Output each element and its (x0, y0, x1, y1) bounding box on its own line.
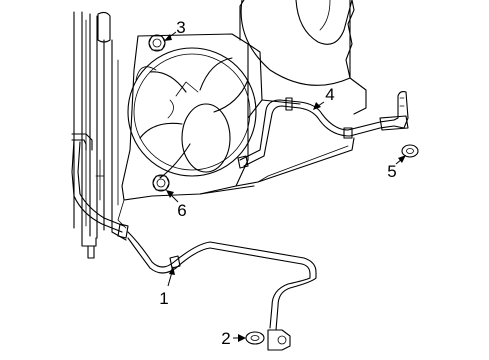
callout-1-label: 1 (159, 289, 168, 308)
deflector-assembly (199, 0, 367, 195)
callout-5: 5 (387, 155, 406, 181)
callout-4: 4 (313, 85, 335, 110)
callout-1: 1 (159, 266, 175, 308)
callout-6: 6 (166, 190, 187, 220)
callout-2-label: 2 (221, 329, 230, 348)
callout-5-label: 5 (387, 162, 396, 181)
washer-part-5 (401, 144, 419, 158)
cooler-line-part-1 (71, 133, 317, 351)
callout-3-label: 3 (176, 18, 185, 37)
nut-part-6 (152, 174, 170, 192)
callout-6-label: 6 (177, 201, 186, 220)
washer-part-2 (245, 331, 265, 345)
cooling-fan (127, 47, 257, 179)
callout-2: 2 (221, 329, 246, 348)
radiator-assembly (73, 11, 127, 259)
cooler-line-part-4 (237, 90, 409, 169)
callout-3: 3 (164, 18, 186, 41)
callout-4-label: 4 (325, 85, 334, 104)
nut-part-3 (148, 34, 166, 52)
fan-shroud (117, 0, 263, 229)
